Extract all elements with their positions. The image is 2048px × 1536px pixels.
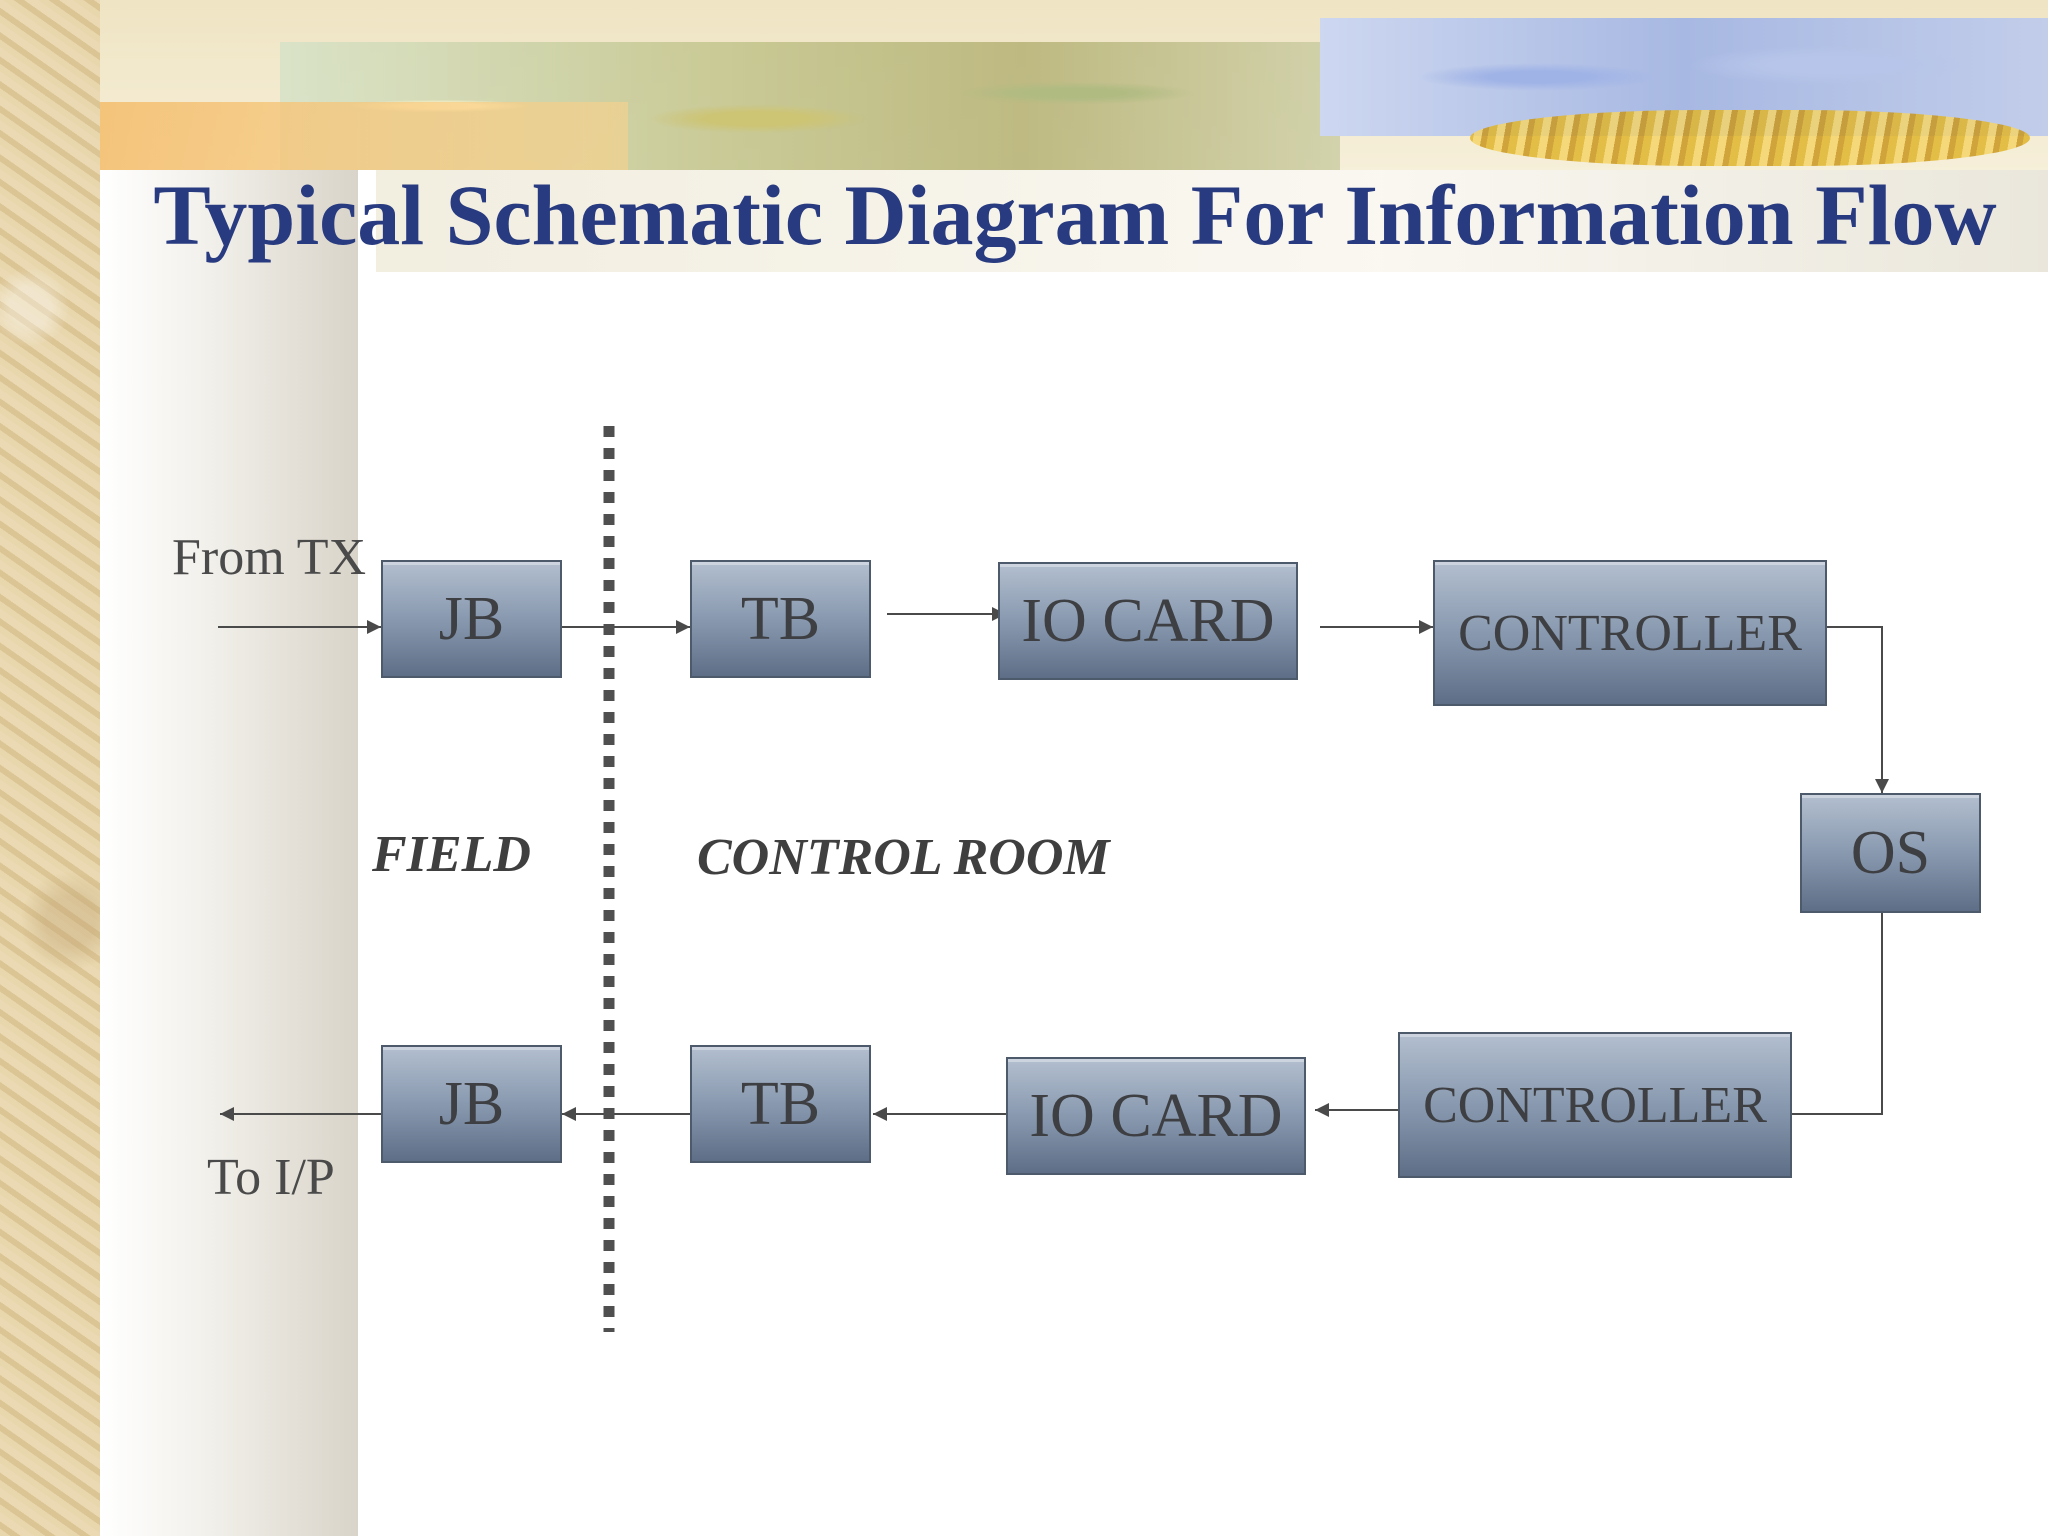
return-jb-node: JB — [381, 1045, 562, 1163]
forward-controller-node: CONTROLLER — [1433, 560, 1827, 706]
forward-jb-node: JB — [381, 560, 562, 678]
operator-station-node: OS — [1800, 793, 1981, 913]
return-controller-node: CONTROLLER — [1398, 1032, 1792, 1178]
forward-tb-node: TB — [690, 560, 871, 678]
forward-jb-label: JB — [438, 584, 505, 653]
return-io-card-label: IO CARD — [1029, 1081, 1283, 1150]
forward-io-card-label: IO CARD — [1021, 586, 1275, 655]
wheat-decoration — [1470, 110, 2030, 166]
return-tb-node: TB — [690, 1045, 871, 1163]
return-tb-label: TB — [740, 1069, 821, 1138]
return-io-card-node: IO CARD — [1006, 1057, 1306, 1175]
arrow-controller-to-os — [1827, 626, 1889, 793]
region-label-control-room: CONTROL ROOM — [697, 829, 1110, 886]
forward-controller-label: CONTROLLER — [1458, 604, 1802, 662]
title-band — [376, 170, 2048, 272]
forward-tb-label: TB — [740, 584, 821, 653]
operator-station-label: OS — [1850, 818, 1931, 887]
return-jb-label: JB — [438, 1069, 505, 1138]
parchment-strip — [0, 0, 100, 1536]
orange-accent-bar — [68, 102, 628, 170]
input-label: From TX — [172, 529, 367, 586]
slide-title: Typical Schematic Diagram For Informatio… — [153, 167, 1997, 263]
forward-io-card-node: IO CARD — [998, 562, 1298, 680]
gradient-column — [100, 170, 358, 1536]
output-label: To I/P — [207, 1149, 335, 1206]
region-label-field: FIELD — [372, 826, 531, 883]
arrow-os-to-controller — [1792, 913, 1883, 1115]
return-controller-label: CONTROLLER — [1423, 1076, 1767, 1134]
